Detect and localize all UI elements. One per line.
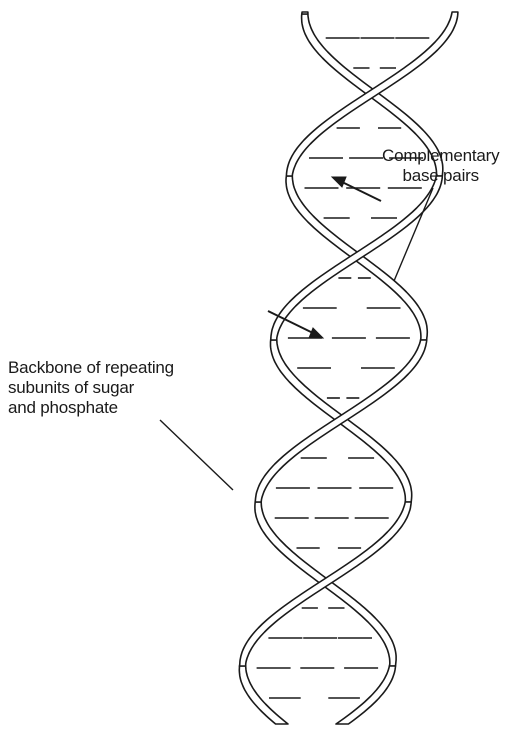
backbone-label-line-3: and phosphate <box>8 398 174 418</box>
complementary-base-pairs-label: Complementary base pairs <box>382 146 499 186</box>
backbone-leader-line <box>160 420 233 490</box>
base-pairs-leader-line <box>394 188 433 281</box>
upward-direction-arrow <box>332 177 381 201</box>
backbone-label-line-1: Backbone of repeating <box>8 358 174 378</box>
base-pairs-label-line-1: Complementary <box>382 146 499 166</box>
backbone-label-line-2: subunits of sugar <box>8 378 174 398</box>
base-pairs-label-line-2: base pairs <box>382 166 499 186</box>
backbone-strands <box>239 12 458 724</box>
strand-b-front-segment <box>302 12 308 14</box>
strand-b-back-segment <box>239 666 288 724</box>
backbone-label: Backbone of repeating subunits of sugar … <box>8 358 174 418</box>
strand-a-front-segment <box>336 666 396 724</box>
